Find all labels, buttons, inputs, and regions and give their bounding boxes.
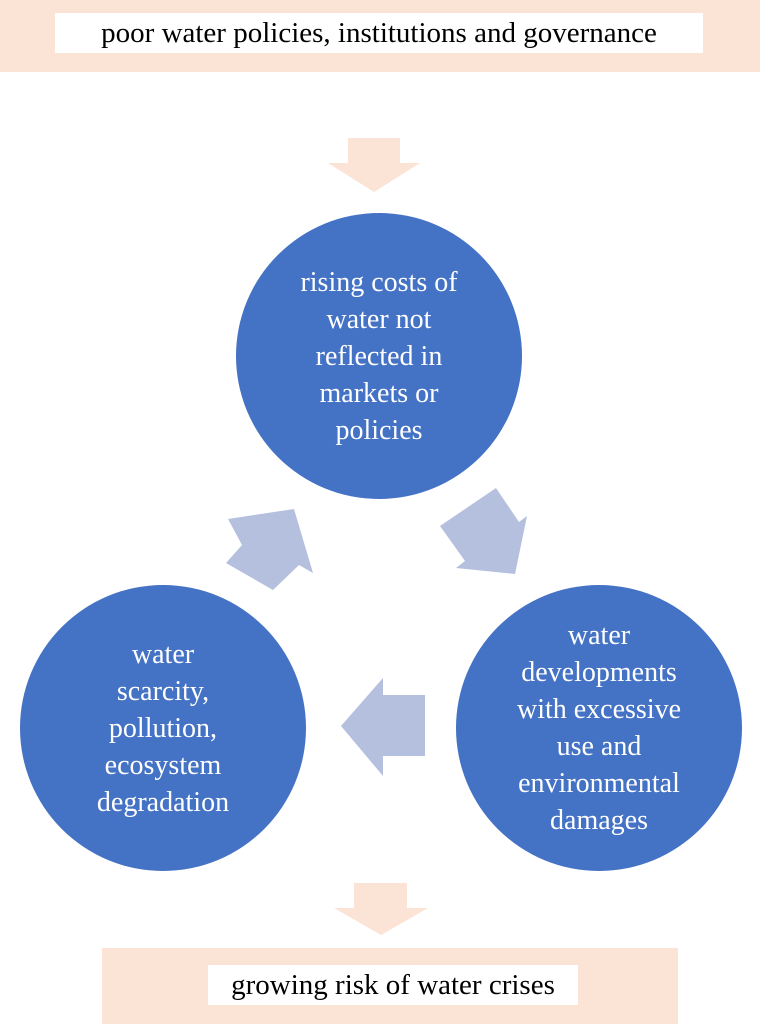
node-water-scarcity: water scarcity, pollution, ecosystem deg… bbox=[20, 585, 306, 871]
node-water-developments: water developments with excessive use an… bbox=[456, 585, 742, 871]
node-water-scarcity-label: water scarcity, pollution, ecosystem deg… bbox=[96, 638, 230, 818]
cycle-arrow-right-to-left bbox=[341, 678, 425, 776]
cycle-arrow-left-to-top bbox=[226, 509, 313, 590]
top-banner-label: poor water policies, institutions and go… bbox=[55, 13, 703, 53]
bottom-banner-label: growing risk of water crises bbox=[208, 965, 578, 1005]
node-water-developments-label: water developments with excessive use an… bbox=[516, 620, 682, 836]
flow-arrow-down-top bbox=[328, 138, 420, 192]
node-rising-costs-label: rising costs of water not reflected in m… bbox=[300, 266, 458, 446]
cycle-arrow-top-to-right bbox=[440, 488, 527, 574]
node-rising-costs: rising costs of water not reflected in m… bbox=[236, 213, 522, 499]
flow-arrow-down-bottom bbox=[334, 883, 428, 935]
